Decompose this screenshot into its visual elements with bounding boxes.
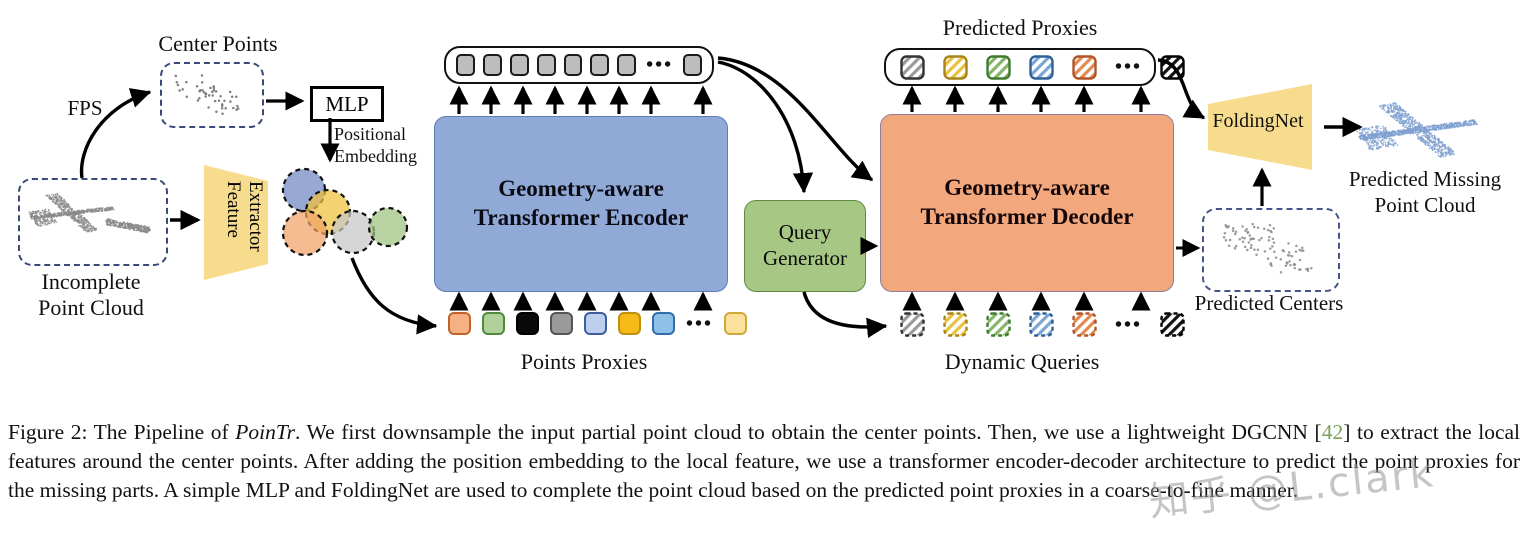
positional-embedding-label-line2: Embedding (334, 146, 417, 166)
query-yellow (943, 312, 968, 337)
mlp-label: MLP (325, 91, 369, 116)
center-points-label: Center Points (158, 31, 278, 56)
proxy-skyblue (652, 312, 675, 335)
center-points-box (160, 62, 264, 128)
feature-extractor-label-line1: Feature (223, 181, 244, 238)
encoder-token (590, 54, 610, 76)
encoder-token (456, 54, 475, 76)
predicted-centers-box (1202, 208, 1340, 292)
dynamic-queries-ellipsis: ••• (1115, 313, 1143, 336)
feature-circle-blue (281, 167, 327, 213)
feature-extractor-label-line2: Extractor (245, 181, 266, 252)
dynamic-queries-row: ••• (900, 312, 1185, 337)
caption-method-name: PoinTr (235, 420, 295, 444)
pproxy-black (1160, 54, 1185, 80)
proxy-black (516, 312, 539, 335)
arrow-features-to-points-proxies (350, 257, 438, 335)
encoder-token-ellipsis: ••• (646, 54, 674, 76)
caption-text-1: . We first downsample the input partial … (294, 420, 1322, 444)
feature-circle-gray (330, 209, 376, 255)
predicted-centers-label: Predicted Centers (1194, 291, 1344, 315)
pproxy-orange (1072, 54, 1097, 80)
predicted-proxies-label: Predicted Proxies (942, 15, 1098, 40)
positional-embedding-label-line1: Positional (334, 124, 407, 144)
encoder-token (482, 54, 502, 76)
feature-circle-green (367, 206, 409, 248)
encoder-token (683, 54, 703, 76)
predicted-missing-label-line2: Point Cloud (1374, 193, 1476, 217)
transformer-encoder-block[interactable]: Geometry-aware Transformer Encoder (434, 116, 728, 292)
encoder-token (563, 54, 583, 76)
predicted-missing-label-line1: Predicted Missing (1348, 167, 1502, 191)
incomplete-point-cloud-box (18, 178, 168, 266)
proxy-gray (550, 312, 573, 335)
caption-reference-42[interactable]: 42 (1321, 420, 1344, 444)
incomplete-point-cloud-label-line2: Point Cloud (38, 295, 144, 320)
caption-text-2: ] to extract the local features around t… (8, 420, 1520, 502)
points-proxies-ellipsis: ••• (686, 312, 714, 335)
query-orange (1072, 312, 1097, 337)
caption-lead: The Pipeline of (87, 420, 236, 444)
query-generator-block[interactable]: Query Generator (744, 200, 866, 292)
pproxy-green (986, 54, 1011, 80)
feature-extractor-circles (281, 167, 409, 257)
encoder-token (536, 54, 556, 76)
predicted-missing-point-cloud-dots (1356, 102, 1479, 158)
predicted-proxies-strip: ••• (884, 48, 1185, 86)
proxy-green (482, 312, 505, 335)
fps-label: FPS (67, 96, 103, 120)
pproxy-yellow (943, 54, 968, 80)
transformer-decoder-block[interactable]: Geometry-aware Transformer Decoder (880, 114, 1174, 292)
arrow-encoder-to-decoder (717, 56, 874, 182)
proxy-lightyellow (724, 312, 748, 335)
points-proxies-label: Points Proxies (520, 349, 648, 374)
dynamic-queries-label: Dynamic Queries (944, 349, 1100, 374)
query-generator-label-line1: Query (778, 220, 832, 245)
proxy-periwinkle (584, 312, 607, 335)
proxy-salmon (448, 312, 471, 335)
arrow-encoder-to-query-generator (717, 60, 814, 194)
proxy-amber (618, 312, 641, 335)
feature-circle-orange (281, 209, 329, 257)
encoder-token (617, 54, 637, 76)
pproxy-gray (900, 54, 925, 80)
encoder-label-line2: Transformer Encoder (473, 205, 689, 230)
encoder-token (509, 54, 529, 76)
feature-circle-amber (304, 188, 352, 236)
decoder-input-arrows (902, 291, 1151, 311)
query-generator-label-line2: Generator (763, 246, 847, 270)
mlp-box: MLP (310, 86, 384, 122)
decoder-label-line2: Transformer Decoder (920, 204, 1134, 229)
query-black (1160, 312, 1185, 337)
points-proxies-row: ••• (448, 312, 748, 335)
foldingnet-label: FoldingNet (1212, 110, 1304, 132)
arrow-query-generator-to-dynamic-queries (802, 291, 888, 338)
predicted-proxies-ellipsis: ••• (1115, 56, 1143, 78)
query-green (986, 312, 1011, 337)
feature-extractor-shape (204, 165, 268, 280)
pproxy-blue (1029, 54, 1054, 80)
encoder-output-strip: ••• (444, 46, 714, 84)
foldingnet-shape (1208, 84, 1312, 170)
caption-label: Figure 2: (8, 420, 88, 444)
encoder-input-arrows (449, 291, 713, 311)
incomplete-point-cloud-label-line1: Incomplete (41, 269, 141, 294)
decoder-output-arrows (902, 85, 1151, 112)
query-blue (1029, 312, 1054, 337)
decoder-label-line1: Geometry-aware (944, 175, 1110, 201)
encoder-label-line1: Geometry-aware (498, 176, 664, 202)
encoder-output-arrows (449, 85, 713, 114)
query-gray (900, 312, 925, 337)
figure-caption: Figure 2: The Pipeline of PoinTr. We fir… (8, 418, 1520, 505)
